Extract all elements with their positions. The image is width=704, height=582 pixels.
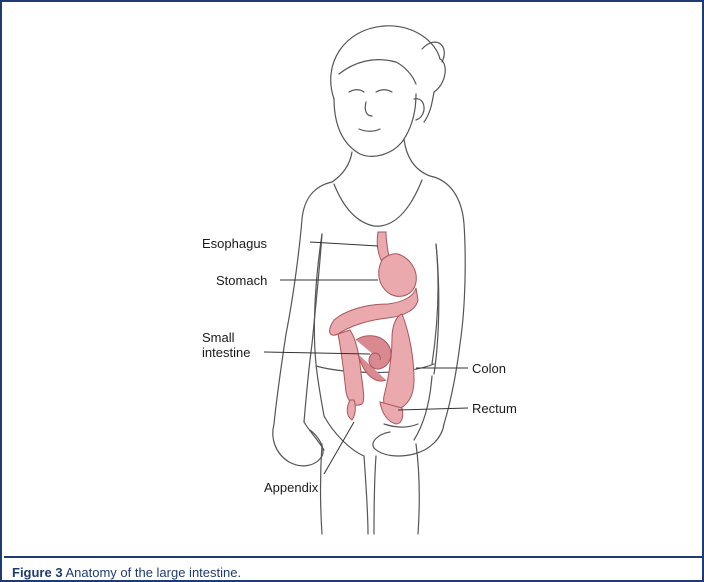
caption-number: Figure 3 [12, 565, 63, 580]
figure-area: Esophagus Stomach Small intestine Colon … [4, 4, 702, 556]
right-hand [373, 424, 444, 456]
nose [365, 102, 372, 116]
eye-left [349, 90, 364, 92]
top-neckline [334, 180, 422, 226]
mouth [359, 129, 380, 131]
torso-left [314, 234, 324, 416]
label-esophagus: Esophagus [202, 236, 267, 251]
right-leg [416, 444, 419, 534]
bangs [339, 60, 416, 84]
right-arm-outer [430, 176, 465, 424]
left-arm-outer [274, 182, 332, 424]
hip-right [414, 376, 432, 440]
figure-caption: Figure 3 Anatomy of the large intestine. [12, 565, 241, 580]
label-small-intestine-line1: Small [202, 330, 235, 345]
label-rectum: Rectum [472, 401, 517, 416]
label-stomach: Stomach [216, 273, 267, 288]
eye-right [376, 90, 392, 92]
label-colon: Colon [472, 361, 506, 376]
label-small-intestine-line2: intestine [202, 345, 250, 360]
left-arm-inner [304, 234, 322, 422]
left-leg [321, 444, 323, 534]
body-illustration [4, 4, 702, 556]
appendix-organ [347, 400, 355, 420]
left-hand [273, 422, 324, 466]
neck-right [404, 139, 430, 176]
label-appendix: Appendix [264, 480, 318, 495]
neck-left [332, 152, 352, 182]
inner-leg [364, 456, 376, 534]
stomach-organ [379, 254, 417, 297]
face [334, 94, 416, 156]
digestive-organs [330, 232, 418, 424]
appendix-leader [324, 422, 354, 474]
hair [331, 26, 446, 122]
caption-text: Anatomy of the large intestine. [65, 565, 241, 580]
caption-divider [4, 556, 702, 558]
rectum-leader [398, 408, 468, 410]
hip-left [324, 416, 364, 456]
